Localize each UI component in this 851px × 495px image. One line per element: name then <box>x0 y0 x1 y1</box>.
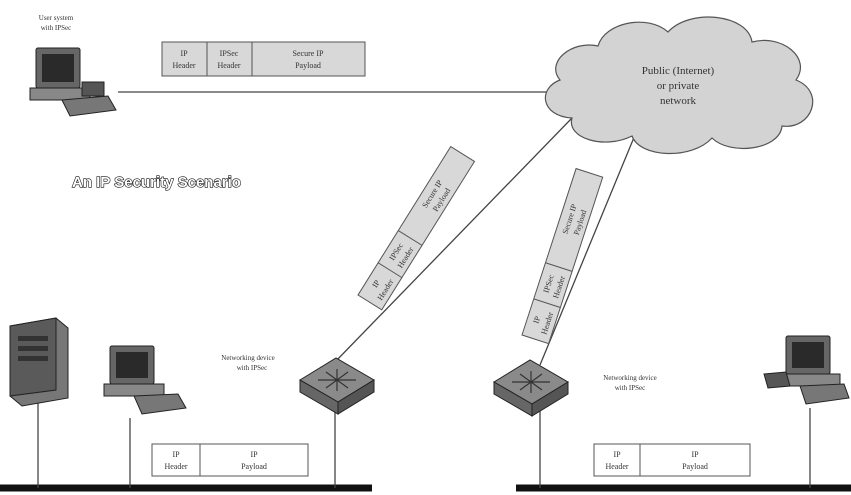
packet-top-payload-line2: Payload <box>295 61 321 70</box>
cloud-label-line-2: or private <box>657 80 700 92</box>
device-left-label-line2: with IPSec <box>237 364 268 372</box>
link-cloud-to-left-device <box>334 117 573 363</box>
user-system-icon <box>29 47 117 117</box>
packet-ipsec-left-diagonal: IP Header IPSec Header Secure IP Payload <box>357 145 476 311</box>
public-network-cloud: Public (Internet) or private network <box>544 16 814 155</box>
link-cloud-to-right-device <box>539 117 643 366</box>
router-right-icon <box>493 359 569 417</box>
packet-right-ip-header-line1: IP <box>532 315 543 325</box>
router-left-icon <box>299 357 375 415</box>
packet-plain-left-ip-header-line1: IP <box>172 450 180 459</box>
packet-top-ipsec-header-line2: Header <box>217 61 240 70</box>
diagram-title: An IP Security Scenario <box>72 174 241 191</box>
cloud-label-line-3: network <box>660 95 697 107</box>
packet-ipsec-right-diagonal: IP Header IPSec Header Secure IP Payload <box>521 167 604 345</box>
packet-plain-left-ip-header-line2: Header <box>164 462 187 471</box>
device-right-label-line2: with IPSec <box>615 384 646 392</box>
packet-top-payload-line1: Secure IP <box>293 49 324 58</box>
cloud-label-line-1: Public (Internet) <box>642 65 715 77</box>
user-system-label-line2: with IPSec <box>41 24 72 32</box>
packet-plain-left: IP Header IP Payload <box>151 443 309 477</box>
packet-plain-right: IP Header IP Payload <box>593 443 751 477</box>
device-right-label-line1: Networking device <box>603 374 656 382</box>
network-links <box>118 91 643 366</box>
left-lan: IP Header IP Payload Networking device w… <box>0 317 375 492</box>
workstation-right-icon <box>763 335 850 405</box>
packet-plain-right-payload-line1: IP <box>691 450 699 459</box>
packet-plain-left-payload-line2: Payload <box>241 462 267 471</box>
packet-plain-left-payload-line1: IP <box>250 450 258 459</box>
user-system-label-line1: User system <box>39 14 74 22</box>
packet-ipsec-top: IP Header IPSec Header Secure IP Payload <box>161 41 366 77</box>
packet-top-ip-header-line2: Header <box>172 61 195 70</box>
packet-top-ipsec-header-line1: IPSec <box>220 49 239 58</box>
packet-top-ip-header-line1: IP <box>180 49 188 58</box>
right-lan: Networking device with IPSec IP Header I… <box>493 335 851 492</box>
packet-plain-right-payload-line2: Payload <box>682 462 708 471</box>
device-left-label-line1: Networking device <box>221 354 274 362</box>
packet-left-ip-header-line1: IP <box>370 278 382 289</box>
packet-plain-right-ip-header-line2: Header <box>605 462 628 471</box>
workstation-left-icon <box>103 345 187 415</box>
packet-plain-right-ip-header-line1: IP <box>613 450 621 459</box>
server-icon <box>9 317 69 407</box>
